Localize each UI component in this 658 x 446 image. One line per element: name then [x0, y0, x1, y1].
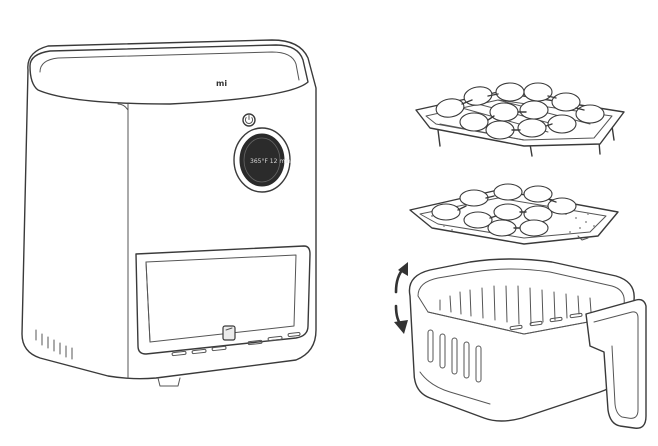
- down-arrow: [394, 304, 408, 334]
- side-vents: [35, 329, 73, 360]
- brand-logo: mi: [216, 79, 227, 88]
- drawer-opening: [135, 245, 311, 357]
- drumsticks-on-rack: [435, 82, 605, 140]
- fryer-basket: [408, 258, 635, 422]
- power-button: [242, 113, 256, 127]
- basket-rim-slots: [509, 312, 583, 331]
- basket-handle: [585, 298, 647, 429]
- basket-slots: [439, 285, 592, 325]
- knob-display-text: 365°F 12 min: [250, 158, 291, 165]
- control-knob: 365°F 12 min: [233, 127, 291, 193]
- drumsticks-on-plate: [431, 183, 577, 237]
- basket-front-slots: [427, 329, 482, 383]
- up-arrow: [394, 262, 408, 294]
- drawer-slots: [171, 332, 301, 357]
